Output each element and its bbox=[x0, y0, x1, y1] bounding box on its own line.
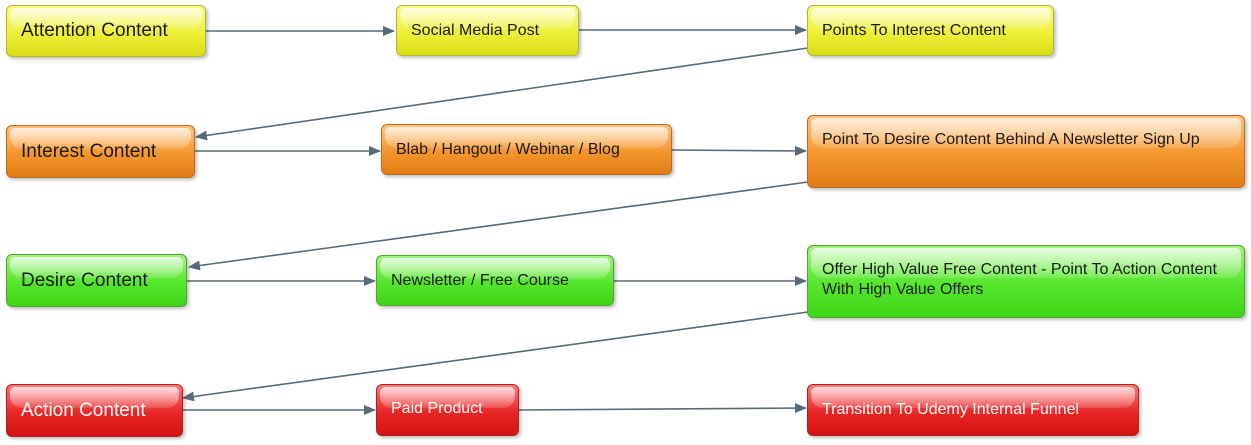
attention-medium-label: Social Media Post bbox=[411, 21, 540, 39]
attention-stage-box[interactable]: Attention Content bbox=[6, 5, 206, 57]
interest-goal-label: Point To Desire Content Behind A Newslet… bbox=[822, 131, 1200, 148]
action-goal-box[interactable]: Transition To Udemy Internal Funnel bbox=[807, 384, 1139, 436]
action-medium-box[interactable]: Paid Product bbox=[376, 384, 519, 436]
arrow-medium-to-goal-interest bbox=[671, 145, 807, 156]
interest-medium-box[interactable]: Blab / Hangout / Webinar / Blog bbox=[381, 124, 672, 175]
attention-stage-label: Attention Content bbox=[21, 20, 168, 42]
interest-goal-box[interactable]: Point To Desire Content Behind A Newslet… bbox=[807, 115, 1245, 188]
arrow-goal-to-desire bbox=[188, 181, 809, 271]
interest-stage-label: Interest Content bbox=[21, 140, 157, 162]
arrow-goal-to-interest bbox=[195, 47, 809, 141]
attention-goal-label: Points To Interest Content bbox=[822, 21, 1006, 39]
interest-medium-label: Blab / Hangout / Webinar / Blog bbox=[396, 140, 620, 158]
attention-goal-box[interactable]: Points To Interest Content bbox=[807, 5, 1054, 56]
desire-goal-label: Offer High Value Free Content - Point To… bbox=[822, 261, 1217, 298]
desire-goal-box[interactable]: Offer High Value Free Content - Point To… bbox=[807, 245, 1245, 318]
action-stage-label: Action Content bbox=[21, 399, 146, 421]
action-medium-label: Paid Product bbox=[391, 400, 483, 417]
action-stage-box[interactable]: Action Content bbox=[6, 384, 183, 437]
arrow-goal-to-action bbox=[182, 311, 809, 402]
action-goal-label: Transition To Udemy Internal Funnel bbox=[822, 401, 1080, 418]
desire-stage-label: Desire Content bbox=[21, 269, 148, 291]
arrow-medium-to-goal-action bbox=[518, 403, 807, 414]
attention-medium-box[interactable]: Social Media Post bbox=[396, 5, 579, 56]
desire-medium-label: Newsletter / Free Course bbox=[391, 271, 569, 289]
desire-stage-box[interactable]: Desire Content bbox=[6, 254, 187, 307]
interest-stage-box[interactable]: Interest Content bbox=[6, 125, 195, 178]
desire-medium-box[interactable]: Newsletter / Free Course bbox=[376, 255, 614, 306]
